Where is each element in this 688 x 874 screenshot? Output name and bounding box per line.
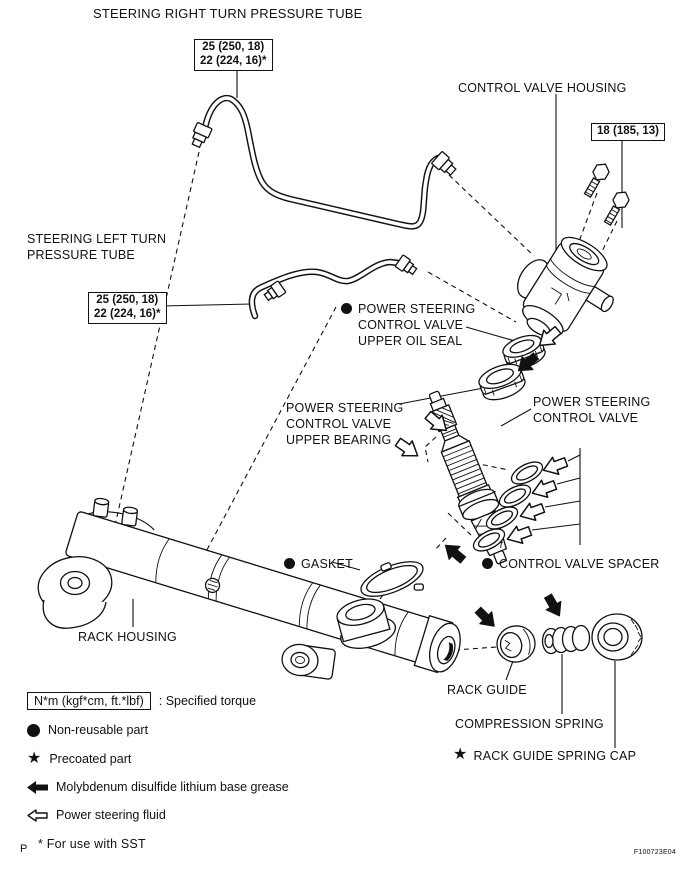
precoated-star-icon: ★: [453, 746, 468, 763]
label-rack-guide: RACK GUIDE: [447, 683, 527, 697]
right-turn-pressure-tube: [189, 98, 459, 226]
page-marker: P: [20, 843, 28, 855]
tube-fitting: [395, 255, 419, 277]
label-rack-guide-spring-cap: ★ RACK GUIDE SPRING CAP: [453, 746, 637, 764]
label-left-tube: STEERING LEFT TURN PRESSURE TUBE: [27, 232, 167, 262]
union-bolt: [581, 161, 611, 199]
fluid-arrow-icon: [27, 809, 48, 822]
torque-spec-left-tube: 25 (250, 18) 22 (224, 16)*: [88, 292, 167, 324]
grease-arrows: [440, 349, 567, 632]
torque-box-sample: N*m (kgf*cm, ft.*lbf): [27, 692, 151, 710]
torque-spec-housing-bolts: 18 (185, 13): [591, 123, 666, 141]
non-reusable-bullet-icon: [482, 558, 493, 569]
rack-housing-part: [34, 492, 466, 680]
label-upper-bearing: POWER STEERING CONTROL VALVE UPPER BEARI…: [286, 401, 404, 447]
tube-fitting: [262, 281, 286, 303]
fluid-arrows: [393, 323, 569, 548]
figure-code: F100723E04: [633, 849, 676, 856]
rack-guide-spring-cap-part: [592, 614, 642, 660]
label-control-valve-spacer: CONTROL VALVE SPACER: [482, 556, 660, 572]
legend-sst-note: * For use with SST: [38, 837, 146, 851]
gasket-part: [355, 551, 431, 611]
non-reusable-bullet-icon: [27, 723, 40, 737]
legend-specified-torque: N*m (kgf*cm, ft.*lbf) : Specified torque: [27, 692, 256, 710]
legend-precoated: ★ Precoated part: [27, 750, 132, 767]
left-turn-pressure-tube: [252, 255, 419, 316]
legend-moly-grease: Molybdenum disulfide lithium base grease: [27, 780, 289, 794]
rack-guide-part: [494, 622, 539, 665]
label-gasket: GASKET: [284, 556, 353, 572]
label-control-valve: POWER STEERING CONTROL VALVE: [533, 395, 651, 425]
tube-fitting: [189, 122, 213, 149]
legend-non-reusable: Non-reusable part: [27, 723, 148, 737]
label-rack-housing: RACK HOUSING: [78, 630, 177, 644]
control-valve-spacer-rings: [470, 458, 546, 556]
label-upper-oil-seal: POWER STEERING CONTROL VALVE UPPER OIL S…: [341, 301, 475, 349]
upper-bearing-part: [476, 359, 528, 404]
control-valve-housing-part: [499, 222, 633, 359]
precoated-star-icon: ★: [27, 750, 42, 767]
non-reusable-bullet-icon: [284, 558, 295, 569]
grease-arrow-icon: [27, 780, 48, 794]
label-compression-spring: COMPRESSION SPRING: [455, 717, 604, 731]
upper-oil-seal-part: [500, 331, 548, 373]
legend-torque-desc: : Specified torque: [158, 694, 257, 708]
leader-lines: [133, 69, 622, 748]
torque-spec-right-tube: 25 (250, 18) 22 (224, 16)*: [194, 39, 273, 71]
diagram-title: STEERING RIGHT TURN PRESSURE TUBE: [93, 6, 363, 21]
tube-fitting: [431, 151, 458, 178]
label-control-valve-housing: CONTROL VALVE HOUSING: [458, 81, 627, 95]
compression-spring-part: [543, 626, 590, 654]
legend-ps-fluid: Power steering fluid: [27, 808, 166, 822]
union-bolt: [601, 189, 631, 227]
control-valve-part: [416, 386, 520, 570]
non-reusable-bullet-icon: [341, 303, 352, 314]
